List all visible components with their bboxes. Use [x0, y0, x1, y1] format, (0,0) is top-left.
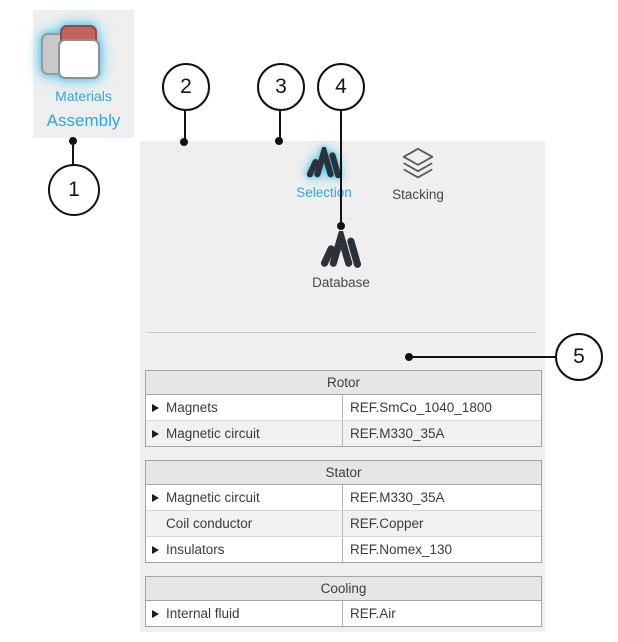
row-label: Magnets	[166, 400, 218, 415]
stacking-tool-label: Stacking	[392, 187, 444, 202]
callout-line-3	[279, 110, 281, 140]
database-tool-label: Database	[312, 275, 370, 290]
row-label-cell: Coil conductor	[146, 511, 343, 536]
callout-line-5	[412, 356, 556, 358]
stacking-tool-button[interactable]: Stacking	[383, 147, 453, 202]
callout-line-1	[72, 145, 74, 165]
row-label: Magnetic circuit	[166, 426, 260, 441]
materials-stack-icon	[41, 25, 103, 81]
materials-m-icon	[306, 147, 342, 179]
callout-circle-2: 2	[162, 63, 210, 111]
materials-assembly-button[interactable]: Materials Assembly	[33, 10, 134, 138]
row-label-cell: Internal fluid	[146, 601, 343, 626]
launcher-label-materials: Materials	[55, 88, 112, 104]
table-title: Rotor	[146, 371, 541, 395]
callout-number: 1	[68, 178, 80, 201]
layers-icon	[402, 147, 434, 179]
row-value[interactable]: REF.SmCo_1040_1800	[350, 400, 492, 415]
row-value[interactable]: REF.Nomex_130	[350, 542, 453, 557]
callout-dot-3	[275, 137, 283, 145]
expand-arrow-triangle	[152, 403, 159, 412]
row-label: Internal fluid	[166, 606, 240, 621]
expand-arrow-icon[interactable]	[152, 429, 166, 438]
callout-line-2	[184, 110, 186, 141]
table-row[interactable]: Insulators REF.Nomex_130	[146, 537, 541, 562]
callout-dot-5	[405, 353, 413, 361]
row-value[interactable]: REF.Air	[350, 606, 396, 621]
callout-dot-1	[69, 137, 77, 145]
row-label-cell: Magnetic circuit	[146, 421, 343, 446]
callout-line-4	[340, 110, 342, 225]
table-row[interactable]: Magnetic circuit REF.M330_35A	[146, 485, 541, 511]
expand-arrow-triangle	[152, 609, 159, 618]
expand-arrow-icon[interactable]	[152, 609, 166, 618]
table-row[interactable]: Magnetic circuit REF.M330_35A	[146, 421, 541, 446]
callout-number: 3	[275, 75, 287, 98]
white-square-shape	[58, 39, 100, 79]
row-value[interactable]: REF.M330_35A	[350, 426, 445, 441]
row-value[interactable]: REF.Copper	[350, 516, 424, 531]
callout-dot-4	[337, 222, 345, 230]
expand-arrow-icon[interactable]	[152, 545, 166, 554]
callout-number: 4	[335, 75, 347, 98]
table-row[interactable]: Magnets REF.SmCo_1040_1800	[146, 395, 541, 421]
expand-arrow-triangle	[152, 545, 159, 554]
row-label: Coil conductor	[166, 516, 253, 531]
launcher-label-assembly: Assembly	[46, 111, 121, 130]
row-value[interactable]: REF.M330_35A	[350, 490, 445, 505]
expand-arrow-icon[interactable]	[152, 403, 166, 412]
table-row[interactable]: Internal fluid REF.Air	[146, 601, 541, 626]
row-label: Magnetic circuit	[166, 490, 260, 505]
callout-number: 5	[573, 345, 585, 368]
row-label: Insulators	[166, 542, 225, 557]
table-row[interactable]: Coil conductor REF.Copper	[146, 511, 541, 537]
panel-divider	[147, 332, 536, 333]
expand-arrow-icon[interactable]	[152, 493, 166, 502]
callout-circle-1: 1	[48, 164, 100, 216]
expand-arrow-triangle	[152, 493, 159, 502]
callout-circle-3: 3	[257, 63, 305, 111]
materials-m-icon	[320, 231, 362, 268]
callout-dot-2	[180, 138, 188, 146]
callout-circle-4: 4	[317, 63, 365, 111]
table-title: Stator	[146, 461, 541, 485]
selection-tool-button[interactable]: Selection	[289, 147, 359, 200]
expand-arrow-triangle	[152, 429, 159, 438]
table-title: Cooling	[146, 577, 541, 601]
row-label-cell: Magnetic circuit	[146, 485, 343, 510]
callout-number: 2	[180, 75, 192, 98]
row-label-cell: Insulators	[146, 537, 343, 562]
callout-circle-5: 5	[555, 333, 603, 381]
row-label-cell: Magnets	[146, 395, 343, 420]
database-tool-button[interactable]: Database	[306, 231, 376, 290]
selection-tool-label: Selection	[296, 185, 352, 200]
